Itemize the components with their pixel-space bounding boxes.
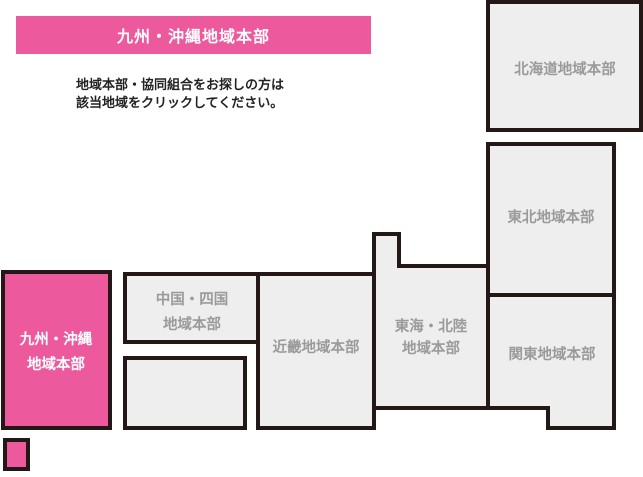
region-okinawa-shape[interactable]: [3, 438, 30, 471]
region-chugoku-shape[interactable]: [123, 272, 260, 344]
region-kinki-shape[interactable]: [256, 272, 376, 430]
region-hokkaido-label[interactable]: 北海道地域本部: [514, 60, 616, 78]
region-hokkaido[interactable]: 北海道地域本部: [486, 0, 643, 132]
region-kyushu-okinawa-label-1[interactable]: 九州・沖縄: [19, 330, 93, 348]
region-hokkaido-shape[interactable]: [486, 0, 643, 132]
region-kanto-label[interactable]: 関東地域本部: [509, 345, 596, 363]
region-kinki-label[interactable]: 近畿地域本部: [273, 338, 360, 356]
region-tokai-hokuriku[interactable]: 東海・北陸 地域本部: [372, 232, 490, 410]
region-kyushu-okinawa[interactable]: 九州・沖縄 地域本部: [1, 270, 112, 471]
region-tohoku-label[interactable]: 東北地域本部: [508, 208, 595, 226]
region-shikoku-shape[interactable]: [123, 356, 247, 430]
instruction-line-2: 該当地域をクリックしてください。: [76, 96, 284, 111]
region-kyushu-shape[interactable]: [1, 270, 112, 430]
region-kanto[interactable]: 関東地域本部: [486, 293, 616, 430]
region-chugoku-shikoku[interactable]: 中国・四国 地域本部: [123, 272, 260, 430]
region-kinki[interactable]: 近畿地域本部: [256, 272, 376, 430]
instruction-text: 地域本部・協同組合をお探しの方は 該当地域をクリックしてください。: [76, 77, 366, 113]
region-tokai-hokuriku-label-1[interactable]: 東海・北陸: [395, 317, 468, 335]
region-chugoku-shikoku-label-1[interactable]: 中国・四国: [156, 290, 229, 308]
selected-region-banner: 九州・沖縄地域本部: [16, 16, 371, 54]
region-tokai-hokuriku-label-2[interactable]: 地域本部: [402, 339, 460, 357]
region-kyushu-okinawa-label-2[interactable]: 地域本部: [27, 355, 85, 373]
selected-region-title: 九州・沖縄地域本部: [116, 27, 270, 46]
instruction-line-1: 地域本部・協同組合をお探しの方は: [76, 78, 285, 93]
region-chugoku-shikoku-label-2[interactable]: 地域本部: [163, 315, 221, 333]
region-tohoku[interactable]: 東北地域本部: [486, 142, 616, 297]
